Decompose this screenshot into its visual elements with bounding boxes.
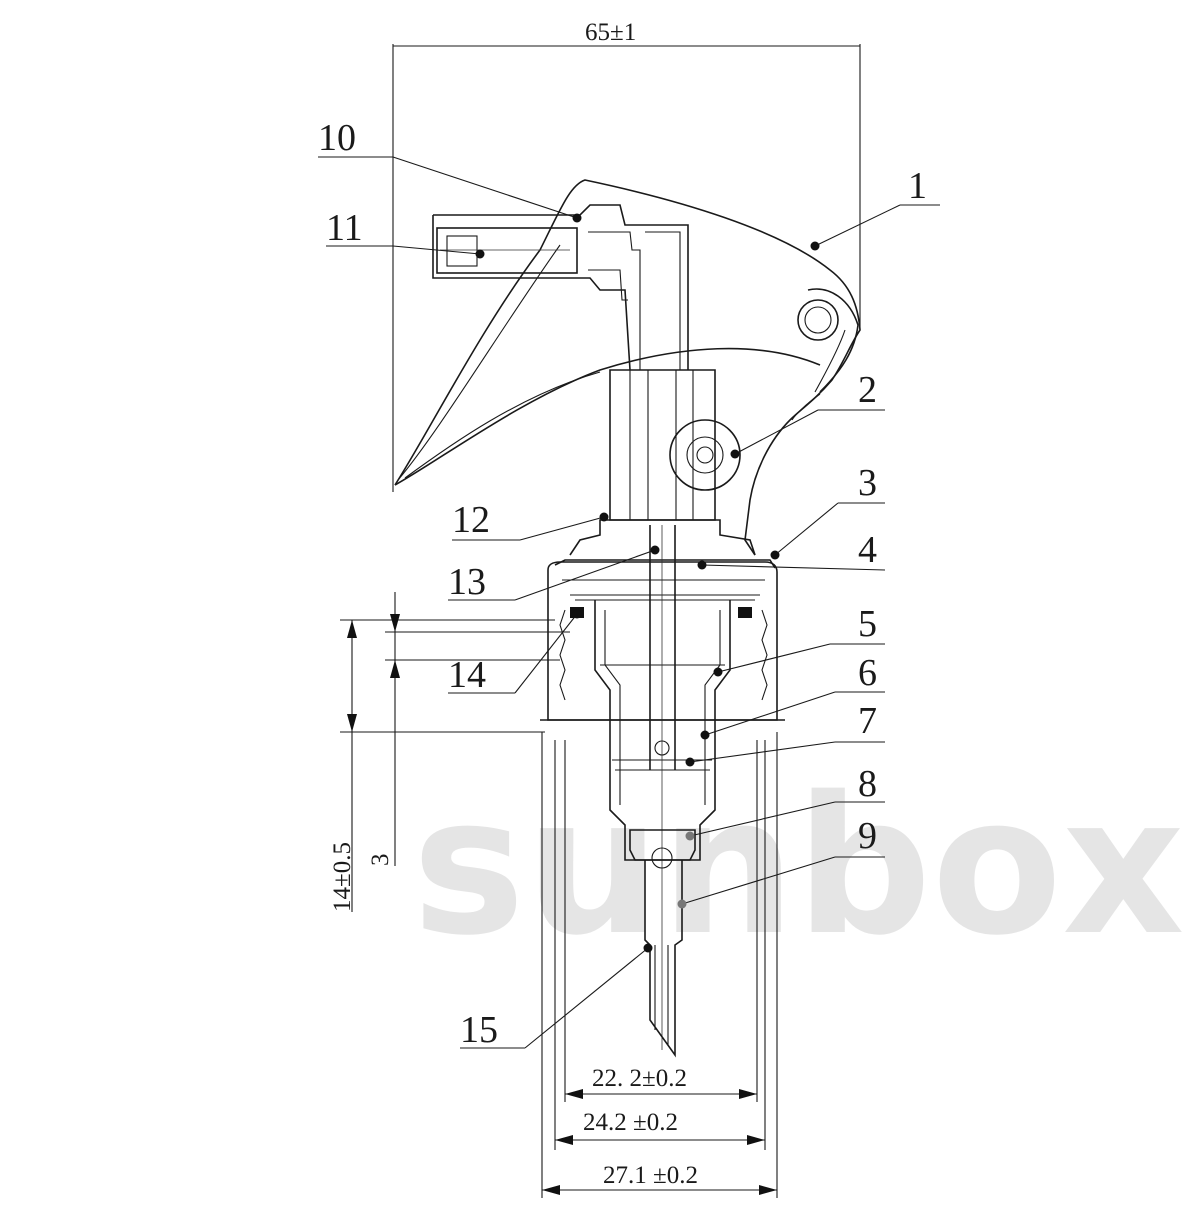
callout-1: 1 xyxy=(908,165,927,207)
callout-5: 5 xyxy=(858,603,877,645)
callout-10: 10 xyxy=(318,117,356,159)
trigger-lever xyxy=(394,179,861,556)
callout-7: 7 xyxy=(858,700,877,742)
callout-15: 15 xyxy=(460,1009,498,1051)
callout-3: 3 xyxy=(858,462,877,504)
dim-cap-height: 14±0.5 xyxy=(329,619,555,912)
dim-overall-width-text: 65±1 xyxy=(585,19,636,46)
dim-gap-text: 3 xyxy=(367,854,394,867)
dim-diameters: 22. 2±0.2 24.2 ±0.2 27.1 ±0.2 xyxy=(541,732,778,1198)
callouts-left: 10 11 12 13 14 15 xyxy=(318,117,660,1051)
callout-9: 9 xyxy=(858,815,877,857)
dim-inner-diameter-text: 22. 2±0.2 xyxy=(592,1065,687,1092)
callout-14: 14 xyxy=(448,654,486,696)
callout-8: 8 xyxy=(858,763,877,805)
pump-body xyxy=(540,369,785,1058)
callout-11: 11 xyxy=(326,207,363,249)
watermark-text: sunbox xyxy=(412,756,1185,977)
dim-cap-height-text: 14±0.5 xyxy=(329,842,356,912)
dim-thread-diameter-text: 24.2 ±0.2 xyxy=(583,1109,678,1136)
callout-6: 6 xyxy=(858,652,877,694)
callout-2: 2 xyxy=(858,369,877,411)
dim-outer-diameter-text: 27.1 ±0.2 xyxy=(603,1162,698,1189)
dim-gap: 3 xyxy=(367,592,570,866)
callout-4: 4 xyxy=(858,529,877,571)
nozzle xyxy=(432,204,689,371)
dim-overall-width: 65±1 xyxy=(392,19,861,492)
callout-13: 13 xyxy=(448,561,486,603)
callout-12: 12 xyxy=(452,499,490,541)
callouts-right: 1 2 3 4 5 6 7 8 xyxy=(677,165,940,909)
